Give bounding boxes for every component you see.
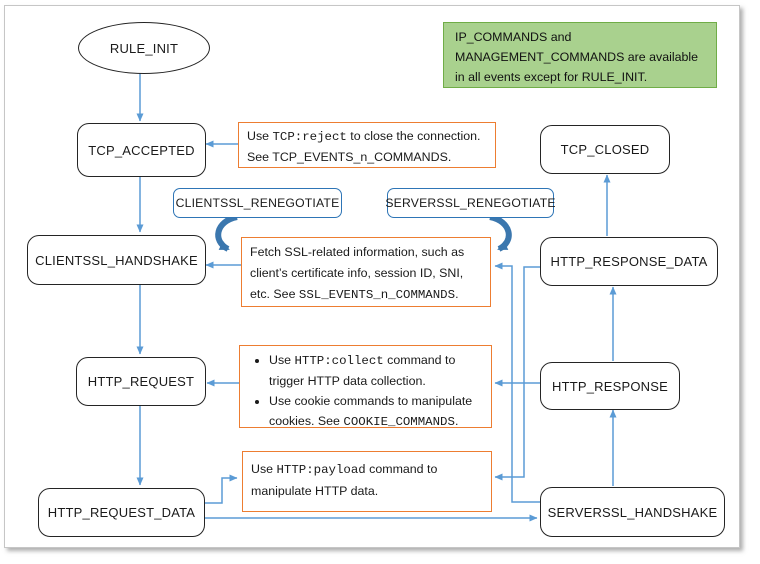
node-tcp-closed-label: TCP_CLOSED xyxy=(560,142,650,157)
http-collect-cookie-note: Use HTTP:collect command to trigger HTTP… xyxy=(239,345,492,429)
collect-pre: Use xyxy=(269,353,295,367)
node-clientssl-renegotiate: CLIENTSSL_RENEGOTIATE xyxy=(173,188,342,218)
cookie-bullet: Use cookie commands to manipulate cookie… xyxy=(269,392,483,432)
cookie-code: COOKIE_COMMANDS xyxy=(343,414,455,429)
collect-code: HTTP:collect xyxy=(294,354,384,368)
availability-note-text: IP_COMMANDS and MANAGEMENT_COMMANDS are … xyxy=(455,30,699,84)
node-serverssl-renegotiate-label: SERVERSSL_RENEGOTIATE xyxy=(385,196,556,210)
node-http-request-label: HTTP_REQUEST xyxy=(87,374,195,389)
ssl-note-code: SSL_EVENTS_n_COMMANDS xyxy=(298,288,456,302)
node-serverssl-handshake-label: SERVERSSL_HANDSHAKE xyxy=(547,504,718,520)
tcp-note-pre: Use xyxy=(247,129,273,143)
node-http-request-data: HTTP_REQUEST_DATA xyxy=(38,488,205,537)
ssl-info-note: Fetch SSL-related information, such as c… xyxy=(241,237,491,307)
node-rule-init: RULE_INIT xyxy=(78,22,210,74)
tcp-note-code: TCP:reject xyxy=(272,130,347,144)
node-http-response: HTTP_RESPONSE xyxy=(540,362,680,410)
ssl-note-pre: Fetch SSL-related information, such as c… xyxy=(250,245,465,301)
collect-bullet: Use HTTP:collect command to trigger HTTP… xyxy=(269,351,483,391)
cookie-pre: Use cookie commands to manipulate cookie… xyxy=(269,394,473,428)
http-payload-note: Use HTTP:payload command to manipulate H… xyxy=(242,451,492,512)
node-clientssl-renegotiate-label: CLIENTSSL_RENEGOTIATE xyxy=(175,196,340,210)
node-serverssl-renegotiate: SERVERSSL_RENEGOTIATE xyxy=(385,188,556,218)
availability-note: IP_COMMANDS and MANAGEMENT_COMMANDS are … xyxy=(443,22,717,88)
payload-code: HTTP:payload xyxy=(276,463,366,477)
node-clientssl-handshake: CLIENTSSL_HANDSHAKE xyxy=(27,235,206,285)
collect-post: command to trigger HTTP data collection. xyxy=(269,353,456,388)
node-http-response-label: HTTP_RESPONSE xyxy=(551,378,668,394)
tcp-note-post: to close the connection. See TCP_EVENTS_… xyxy=(247,129,481,164)
node-http-request: HTTP_REQUEST xyxy=(76,357,206,406)
node-tcp-accepted-label: TCP_ACCEPTED xyxy=(88,142,195,158)
node-http-request-data-label: HTTP_REQUEST_DATA xyxy=(47,505,196,520)
node-serverssl-handshake: SERVERSSL_HANDSHAKE xyxy=(540,487,725,537)
payload-post: command to manipulate HTTP data. xyxy=(251,462,438,498)
node-clientssl-handshake-label: CLIENTSSL_HANDSHAKE xyxy=(35,252,198,268)
tcp-reject-note: Use TCP:reject to close the connection. … xyxy=(238,122,496,168)
node-tcp-accepted: TCP_ACCEPTED xyxy=(77,123,206,177)
node-rule-init-label: RULE_INIT xyxy=(109,40,179,56)
node-http-response-data-label: HTTP_RESPONSE_DATA xyxy=(550,254,708,269)
cookie-post: . xyxy=(454,413,459,428)
payload-pre: Use xyxy=(251,462,277,476)
node-http-response-data: HTTP_RESPONSE_DATA xyxy=(540,237,718,286)
node-tcp-closed: TCP_CLOSED xyxy=(540,125,670,174)
ssl-note-post: . xyxy=(455,287,459,301)
